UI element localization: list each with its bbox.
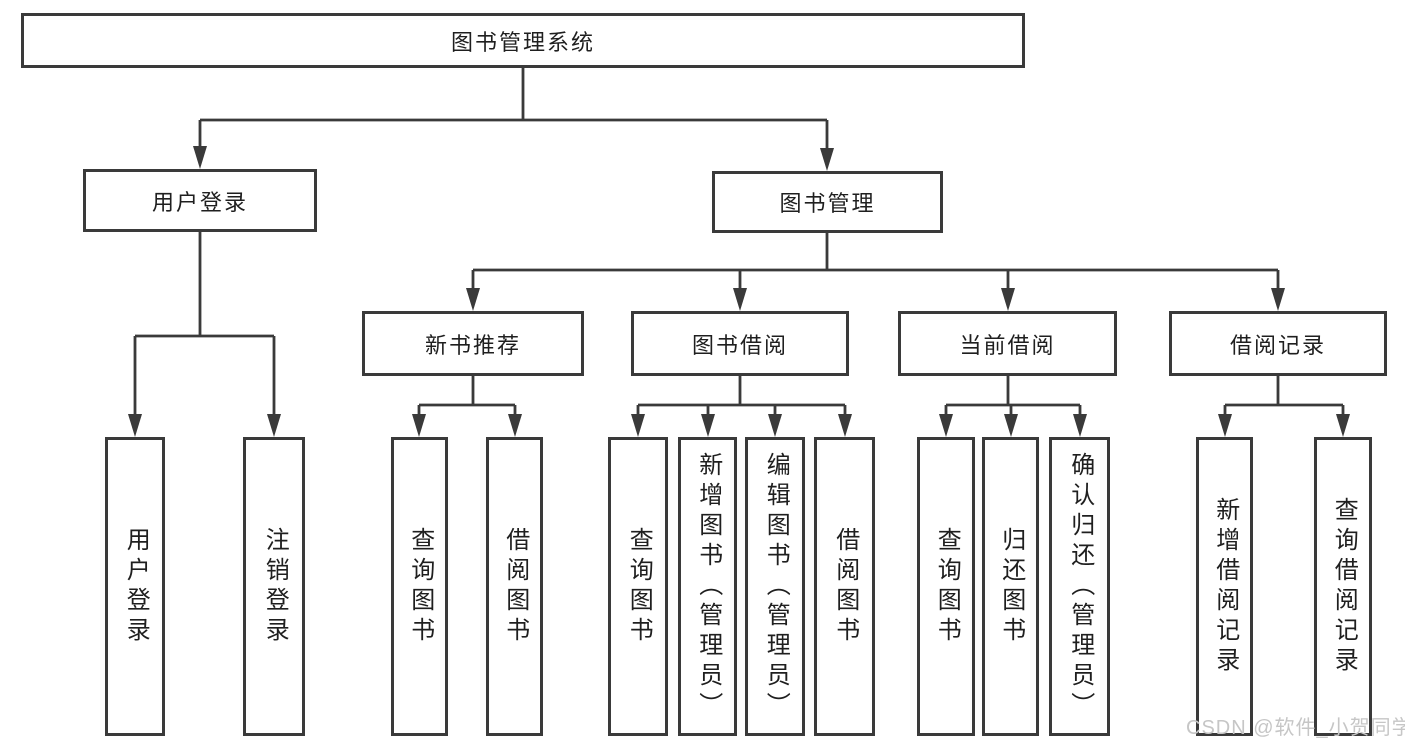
- connector-book-borrow-branch: [631, 376, 852, 437]
- node-current-borrow-label: 当前借阅: [959, 332, 1056, 358]
- leaf-borrow-book-2-label: 借阅图书: [831, 526, 859, 647]
- connector-book-mgmt-branch: [466, 233, 1285, 311]
- connector-new-book-branch: [412, 376, 522, 437]
- leaf-user-login: 用户登录: [105, 437, 165, 736]
- csdn-watermark: CSDN @软件_小贺同学: [1186, 717, 1405, 739]
- connector-borrow-record-branch: [1218, 376, 1350, 437]
- leaf-query-book-2-label: 查询图书: [625, 526, 653, 647]
- node-root-system-label: 图书管理系统: [450, 29, 595, 55]
- leaf-edit-book-admin: 编辑图书（管理员）: [745, 437, 805, 736]
- node-book-borrow-label: 图书借阅: [691, 332, 788, 358]
- leaf-add-borrow-record-label: 新增借阅记录: [1211, 496, 1239, 677]
- leaf-query-book-3-label: 查询图书: [933, 526, 961, 647]
- leaf-query-book-1: 查询图书: [391, 437, 448, 736]
- leaf-confirm-return-admin: 确认归还（管理员）: [1049, 437, 1110, 736]
- leaf-return-book-label: 归还图书: [997, 526, 1025, 647]
- node-book-mgmt-label: 图书管理: [779, 191, 876, 216]
- leaf-query-borrow-record: 查询借阅记录: [1314, 437, 1372, 736]
- node-book-mgmt: 图书管理: [712, 171, 943, 233]
- leaf-add-book-admin-label: 新增图书（管理员）: [694, 451, 722, 722]
- leaf-borrow-book-1-label: 借阅图书: [501, 526, 529, 647]
- leaf-logout: 注销登录: [243, 437, 305, 736]
- node-current-borrow: 当前借阅: [898, 311, 1117, 376]
- connector-root-branch: [193, 68, 834, 171]
- leaf-borrow-book-2: 借阅图书: [814, 437, 875, 736]
- node-new-book-recommend: 新书推荐: [362, 311, 584, 376]
- node-book-borrow: 图书借阅: [631, 311, 849, 376]
- leaf-query-book-1-label: 查询图书: [406, 526, 434, 647]
- node-new-book-recommend-label: 新书推荐: [424, 332, 521, 358]
- leaf-confirm-return-admin-label: 确认归还（管理员）: [1066, 451, 1094, 722]
- leaf-edit-book-admin-label: 编辑图书（管理员）: [762, 451, 790, 722]
- leaf-borrow-book-1: 借阅图书: [486, 437, 543, 736]
- leaf-user-login-label: 用户登录: [122, 526, 150, 647]
- node-user-login: 用户登录: [83, 169, 317, 232]
- leaf-query-book-2: 查询图书: [608, 437, 668, 736]
- leaf-query-borrow-record-label: 查询借阅记录: [1330, 496, 1358, 677]
- leaf-logout-label: 注销登录: [261, 526, 289, 647]
- node-borrow-record: 借阅记录: [1169, 311, 1387, 376]
- node-root-system: 图书管理系统: [21, 13, 1025, 68]
- leaf-add-book-admin: 新增图书（管理员）: [678, 437, 737, 736]
- leaf-add-borrow-record: 新增借阅记录: [1196, 437, 1253, 736]
- connector-current-borrow-branch: [939, 376, 1087, 437]
- leaf-return-book: 归还图书: [982, 437, 1039, 736]
- node-user-login-label: 用户登录: [151, 189, 248, 215]
- node-borrow-record-label: 借阅记录: [1229, 332, 1326, 358]
- connector-user-login-branch: [128, 232, 281, 437]
- leaf-query-book-3: 查询图书: [917, 437, 975, 736]
